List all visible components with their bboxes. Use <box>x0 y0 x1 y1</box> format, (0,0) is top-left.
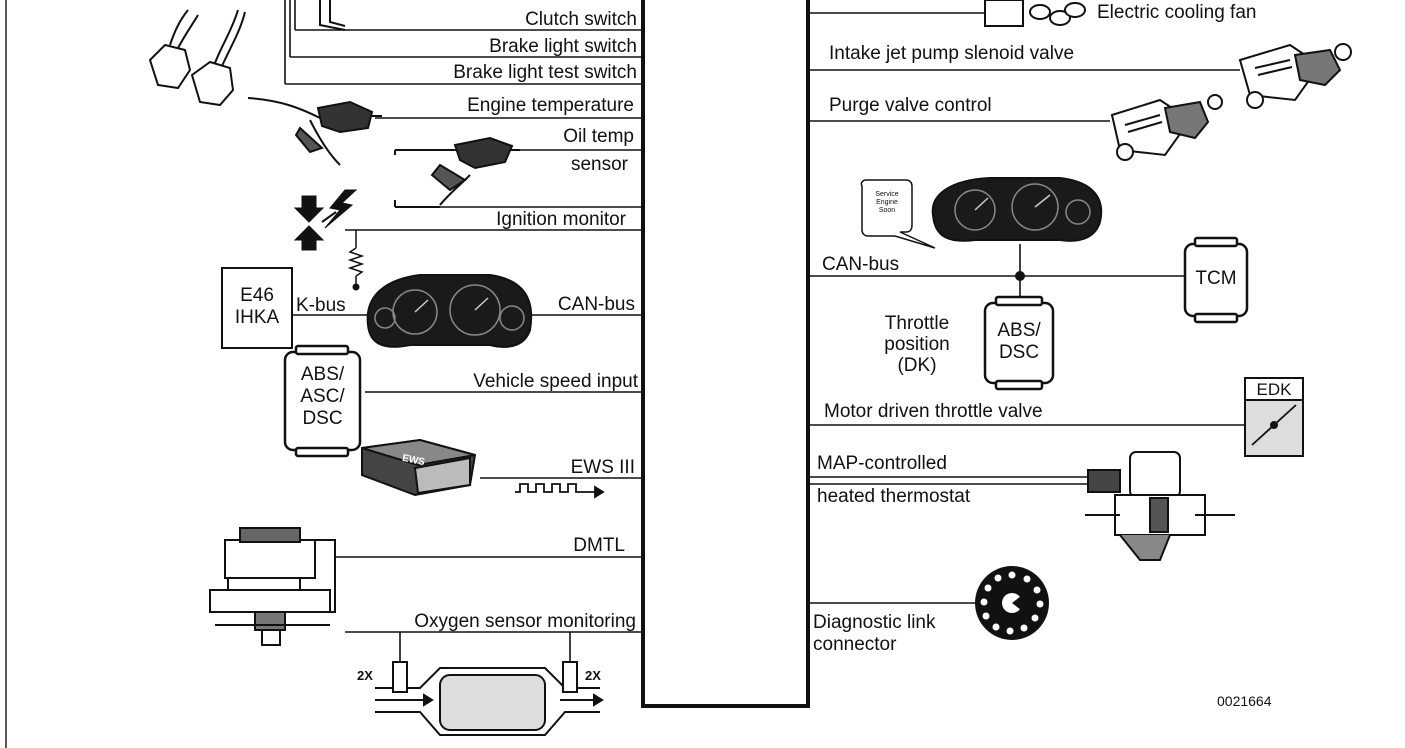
label-can-bus-left: CAN-bus <box>557 294 635 315</box>
service-line-3: Soon <box>878 207 896 214</box>
right-connection-lines <box>808 12 1245 604</box>
label-2x-right: 2X <box>585 668 601 683</box>
edk-throttle-box <box>1244 377 1304 457</box>
label-map-controlled: MAP-controlled <box>817 453 947 474</box>
service-engine-soon-text: Service Engine Soon <box>864 191 910 215</box>
service-engine-soon-bubble <box>860 179 936 249</box>
label-can-bus-right: CAN-bus <box>822 254 900 275</box>
throttle-line-1: Throttle <box>884 313 950 334</box>
label-brake-light-switch: Brake light switch <box>489 36 637 57</box>
abs-dsc-box <box>983 295 1055 391</box>
label-intake-jet-pump: Intake jet pump slenoid valve <box>829 43 1075 64</box>
label-oil-temp-sensor: sensor <box>570 154 628 175</box>
tcm-box <box>1183 236 1249 324</box>
left-connection-lines <box>284 0 643 662</box>
ignition-monitor-icon <box>293 189 365 291</box>
label-dmtl: DMTL <box>573 535 625 556</box>
service-line-2: Engine <box>876 199 898 206</box>
ihka-label: E46 IHKA <box>222 285 292 329</box>
pedal-switch-icon <box>148 0 346 107</box>
can-bus-junction <box>1015 271 1025 281</box>
purge-valve-icon <box>1110 94 1223 161</box>
label-purge-valve: Purge valve control <box>829 95 992 116</box>
label-oil-temp: Oil temp <box>563 126 634 147</box>
label-oxygen-sensor-monitoring: Oxygen sensor monitoring <box>414 611 636 632</box>
dmtl-pump-icon <box>209 527 336 646</box>
figure-number: 0021664 <box>1217 693 1272 709</box>
throttle-line-2: position <box>884 334 950 355</box>
label-motor-driven-throttle: Motor driven throttle valve <box>824 401 1043 422</box>
instrument-cluster-left-icon <box>366 274 533 348</box>
tcm-label: TCM <box>1195 268 1237 289</box>
diagnostic-connector-icon <box>975 566 1049 640</box>
label-electric-cooling-fan: Electric cooling fan <box>1097 2 1257 23</box>
label-throttle-position: Throttle position (DK) <box>875 313 959 376</box>
label-vehicle-speed-input: Vehicle speed input <box>473 371 638 392</box>
ihka-line-2: IHKA <box>234 307 280 328</box>
heated-thermostat-icon <box>1085 451 1235 561</box>
abs-asc-dsc-line-2: ASC/ <box>300 386 345 407</box>
instrument-cluster-right-icon <box>931 177 1103 242</box>
ews-unit-label: EWS <box>401 452 426 469</box>
digital-signal-icon <box>515 483 605 499</box>
label-ignition-monitor: Ignition monitor <box>496 209 626 230</box>
label-ews-iii: EWS III <box>570 457 635 478</box>
abs-asc-dsc-line-1: ABS/ <box>300 364 345 385</box>
edk-label: EDK <box>1256 380 1292 399</box>
service-line-1: Service <box>875 191 899 198</box>
abs-asc-dsc-line-3: DSC <box>302 408 343 429</box>
abs-dsc-label: ABS/ DSC <box>985 320 1053 364</box>
label-clutch-switch: Clutch switch <box>525 9 637 30</box>
oil-temp-sensor-icon <box>394 136 520 208</box>
intake-jet-pump-valve-icon <box>1238 43 1352 109</box>
label-heated-thermostat: heated thermostat <box>817 486 971 507</box>
label-connector: connector <box>813 634 897 655</box>
label-brake-light-test-switch: Brake light test switch <box>453 62 637 83</box>
abs-dsc-line-2: DSC <box>998 342 1040 363</box>
electric-cooling-fan-icon <box>984 0 1086 27</box>
abs-asc-dsc-module <box>283 344 362 458</box>
label-diagnostic-link: Diagnostic link <box>813 612 936 633</box>
throttle-line-3: (DK) <box>897 355 937 376</box>
label-k-bus: K-bus <box>296 295 346 316</box>
label-engine-temperature: Engine temperature <box>467 95 634 116</box>
abs-asc-dsc-label: ABS/ ASC/ DSC <box>285 364 360 430</box>
abs-dsc-line-1: ABS/ <box>997 320 1041 341</box>
label-2x-left: 2X <box>357 668 373 683</box>
ihka-box <box>221 267 293 349</box>
control-module-body <box>641 0 810 708</box>
catalytic-converter-icon <box>375 661 604 736</box>
ews-unit-icon <box>361 438 477 497</box>
ihka-line-1: E46 <box>240 285 274 306</box>
engine-temperature-sensor-icon <box>247 97 382 166</box>
